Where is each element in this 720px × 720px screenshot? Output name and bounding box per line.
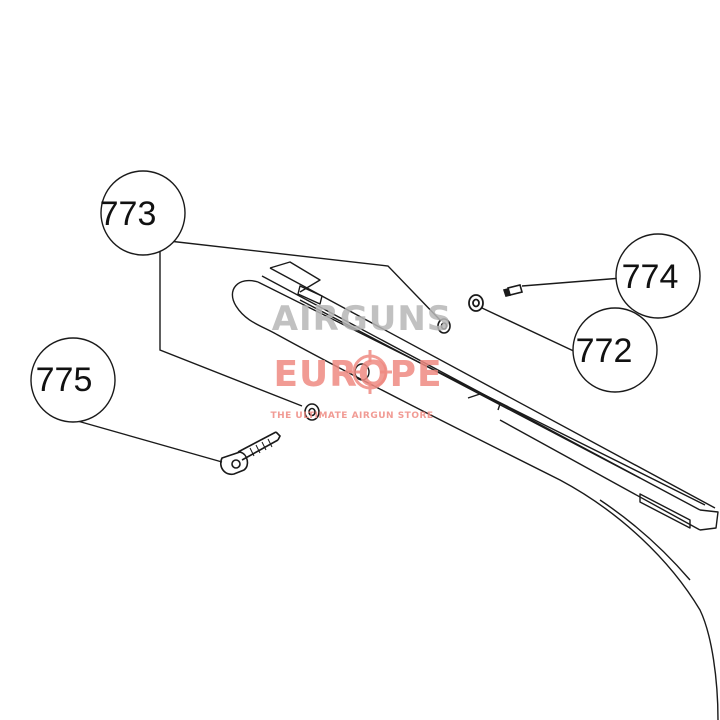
washer-773-upper: [437, 318, 451, 334]
callout-775-label: 775: [36, 361, 93, 399]
callout-775: 775: [30, 337, 116, 423]
watermark-logo: AIRGUNS EUROPE THE ULTIMATE AIRGUN STORE: [270, 299, 453, 421]
callout-773-label: 773: [100, 195, 157, 233]
callout-773: 773: [100, 170, 186, 256]
callout-772: 772: [572, 307, 658, 393]
crosshair-icon: [348, 350, 392, 394]
watermark-line1: AIRGUNS: [272, 299, 453, 339]
nut-772: [468, 294, 484, 312]
callout-774-label: 774: [622, 258, 679, 296]
watermark-tagline: THE ULTIMATE AIRGUN STORE: [270, 411, 433, 421]
bolt-775: [219, 431, 281, 476]
callout-772-label: 772: [576, 332, 633, 370]
rifle-stock: [231, 261, 719, 720]
washer-773-lower: [304, 403, 320, 421]
screw-774: [502, 284, 523, 297]
leader-lines: [73, 239, 623, 463]
callout-774: 774: [615, 233, 701, 319]
